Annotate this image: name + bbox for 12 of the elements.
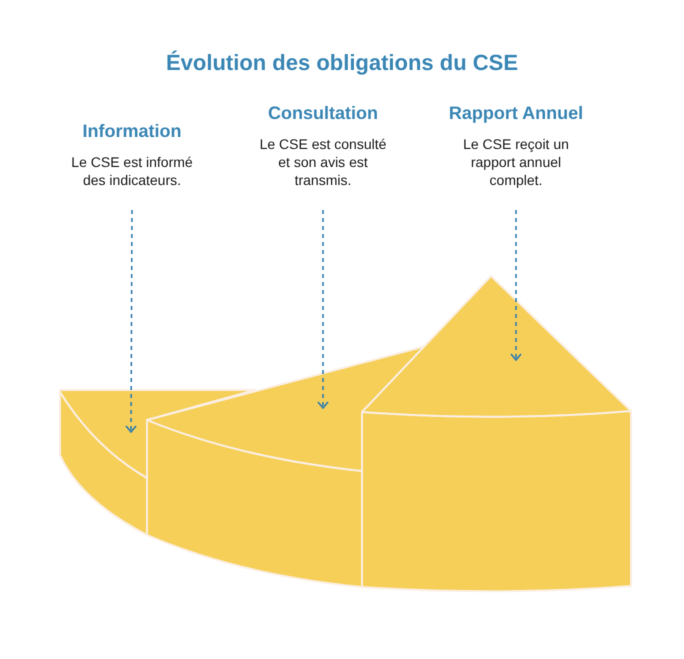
description-text: Le CSE reçoit un rapport annuel complet. — [462, 134, 570, 188]
diagram-title: Évolution des obligations du CSE — [166, 49, 518, 77]
leader-arrow — [510, 210, 522, 361]
leader-arrow — [317, 210, 329, 409]
description-text: Le CSE est informé des indicateurs. — [70, 152, 194, 188]
pie-slice — [361, 275, 632, 592]
section-heading: Information — [82, 120, 182, 142]
leader-arrow — [125, 210, 137, 433]
description-text: Le CSE est consulté et son avis est transmis. — [258, 134, 388, 188]
pie-slice — [59, 389, 256, 536]
section-heading: Rapport Annuel — [448, 102, 584, 124]
section-heading: Consultation — [268, 102, 378, 124]
